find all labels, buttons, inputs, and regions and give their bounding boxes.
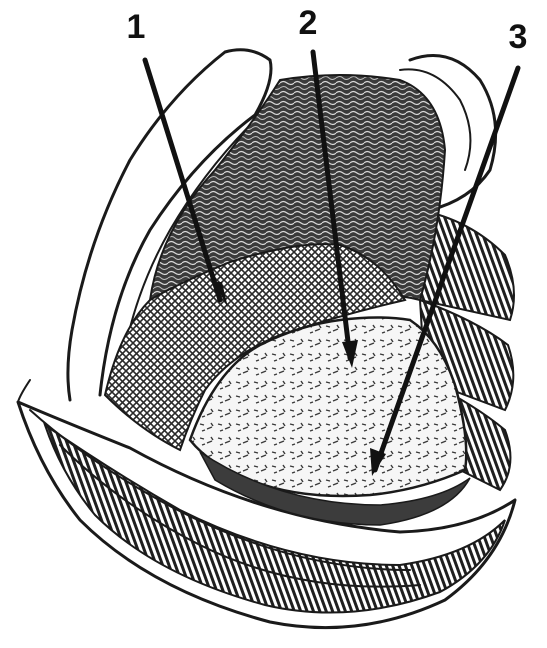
label-1: 1 <box>127 8 146 46</box>
label-2: 2 <box>299 4 318 42</box>
label-3: 3 <box>509 18 528 56</box>
